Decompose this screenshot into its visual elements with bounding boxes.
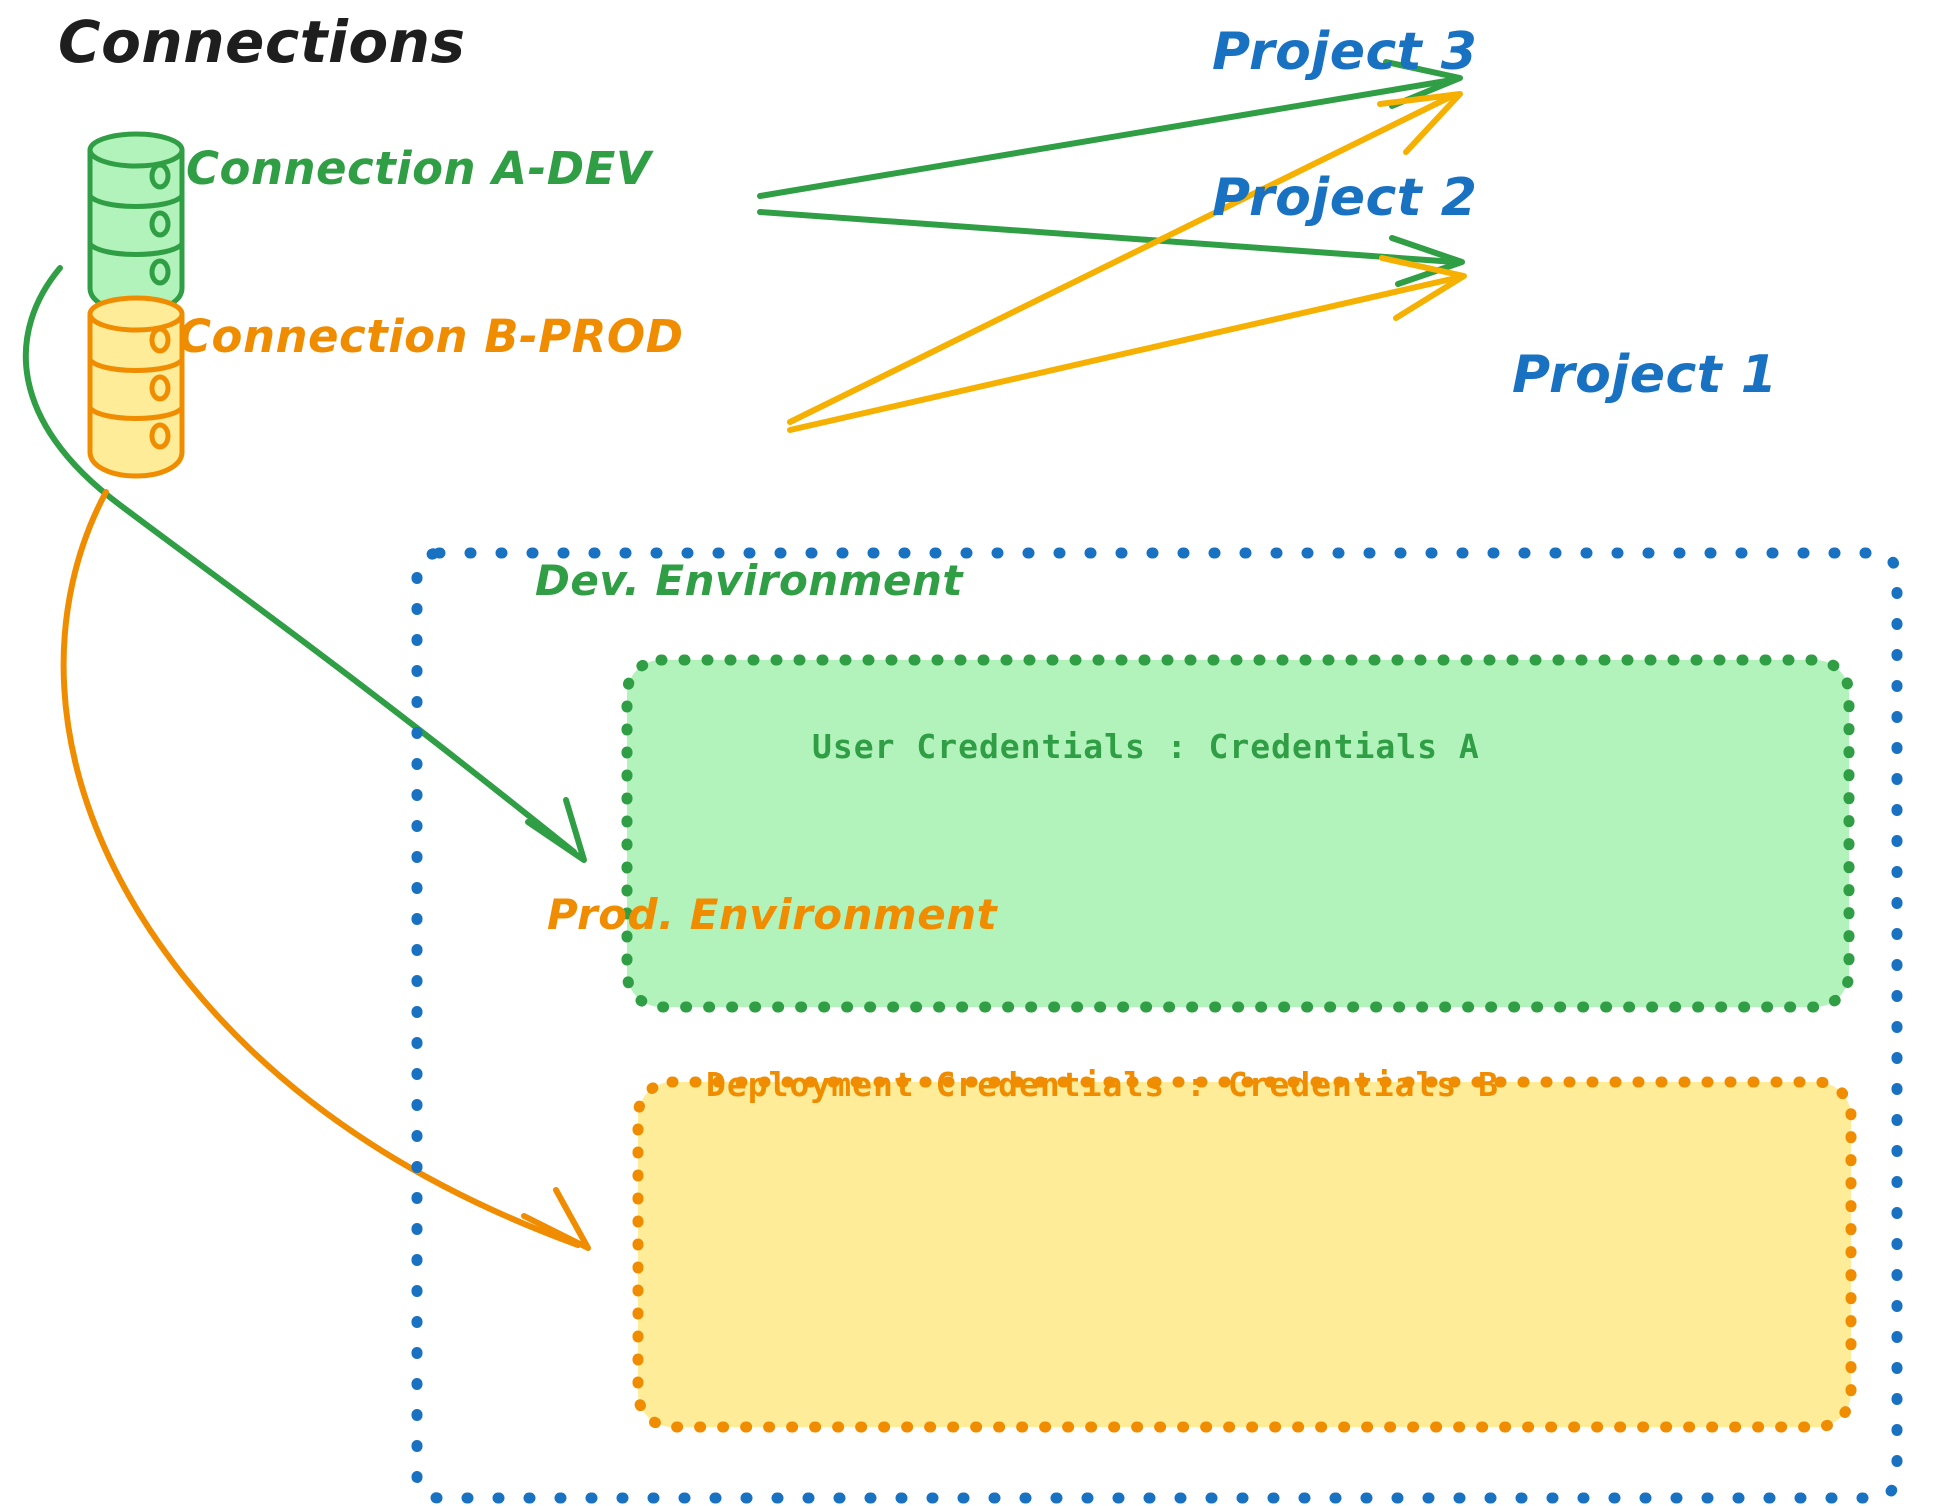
- dev-environment-title: Dev. Environment: [535, 556, 963, 605]
- edge-a-dev-to-project-2: [757, 209, 1465, 287]
- prod-environment-title: Prod. Environment: [547, 890, 998, 939]
- project-3-label: Project 3: [1212, 22, 1478, 82]
- project-2-label: Project 2: [1212, 168, 1478, 228]
- prod-environment-box[interactable]: [632, 1076, 1857, 1433]
- edge-b-prod-to-prod-environment: [60, 489, 591, 1251]
- connection-a-dev-label: Connection A-DEV: [186, 142, 652, 195]
- connection-b-prod-label: Connection B-PROD: [178, 310, 684, 363]
- prod-environment-credentials: Deployment Credentials : Credentials B: [706, 1065, 1499, 1104]
- project1-container: [411, 547, 1903, 1504]
- page-title: Connections: [58, 8, 466, 76]
- edge-b-prod-to-project-2: [787, 255, 1467, 433]
- dev-environment-box[interactable]: [621, 654, 1855, 1013]
- edge-b-prod-to-project-3: [787, 91, 1463, 425]
- database-cylinder-icon-a-dev[interactable]: [87, 131, 185, 315]
- project-1-label: Project 1: [1512, 345, 1778, 405]
- database-cylinder-icon-b-prod[interactable]: [87, 295, 185, 479]
- dev-environment-credentials: User Credentials : Credentials A: [812, 727, 1480, 766]
